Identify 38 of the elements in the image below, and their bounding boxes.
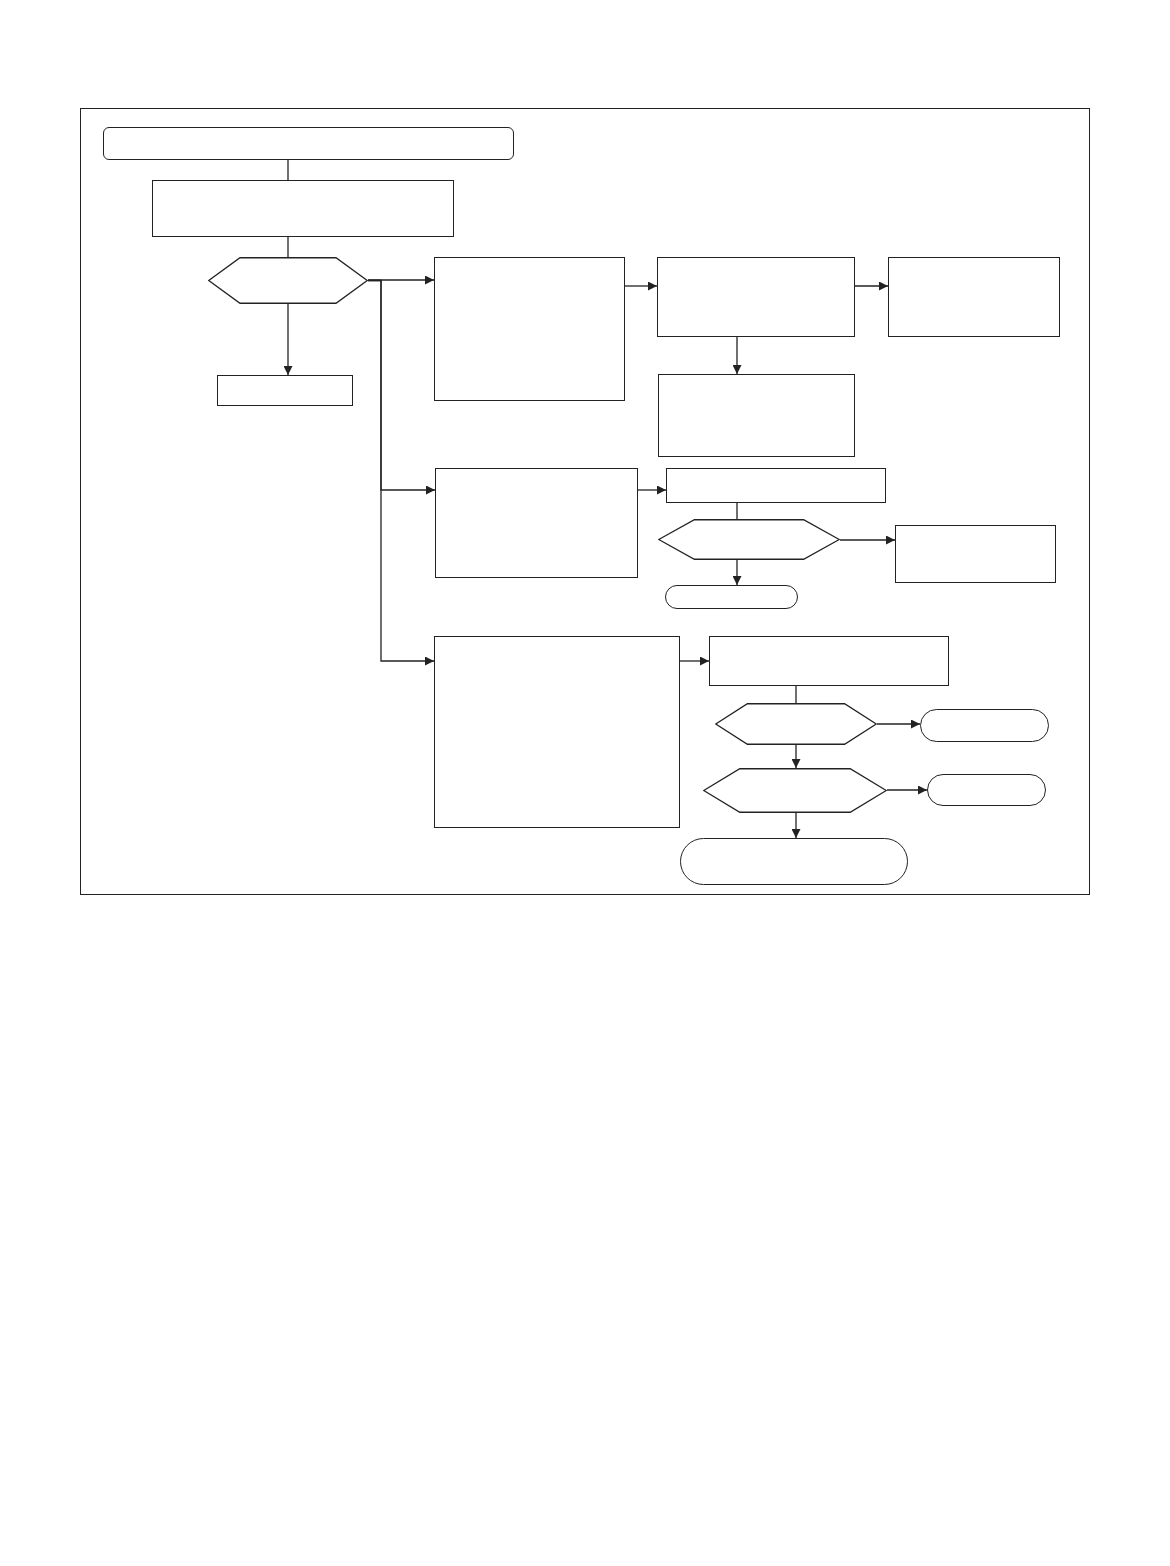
- arrow: [367, 275, 435, 285]
- arrow: [791, 744, 801, 769]
- arrow: [732, 559, 742, 586]
- process-box: [434, 636, 680, 828]
- connector-line: [795, 685, 797, 704]
- arrow: [283, 303, 293, 376]
- terminal-pill: [680, 838, 908, 885]
- decision-hexagon: [208, 257, 368, 304]
- arrow: [637, 485, 667, 495]
- process-box: [888, 257, 1060, 337]
- process-box: [709, 636, 949, 686]
- process-box: [658, 374, 855, 457]
- process-box: [895, 525, 1056, 583]
- process-box: [657, 257, 855, 337]
- terminal-pill: [920, 709, 1049, 742]
- process-box: [435, 468, 638, 578]
- arrow: [367, 279, 435, 666]
- connector-line: [736, 502, 738, 520]
- process-box: [103, 127, 514, 160]
- decision-hexagon: [658, 519, 840, 560]
- connector-line: [287, 236, 289, 258]
- arrow: [886, 785, 928, 795]
- connector-line: [287, 159, 289, 181]
- arrow: [791, 812, 801, 839]
- decision-hexagon: [715, 703, 877, 745]
- process-box: [666, 468, 886, 503]
- terminal-pill: [927, 774, 1046, 806]
- arrow: [854, 281, 889, 291]
- arrow: [839, 535, 896, 545]
- decision-hexagon: [703, 768, 887, 813]
- process-box: [152, 180, 454, 237]
- arrow: [679, 656, 710, 666]
- process-box: [434, 257, 625, 401]
- terminal-pill: [665, 585, 798, 609]
- arrow: [876, 719, 921, 729]
- arrow: [732, 336, 742, 375]
- process-box: [217, 375, 353, 406]
- arrow: [624, 281, 658, 291]
